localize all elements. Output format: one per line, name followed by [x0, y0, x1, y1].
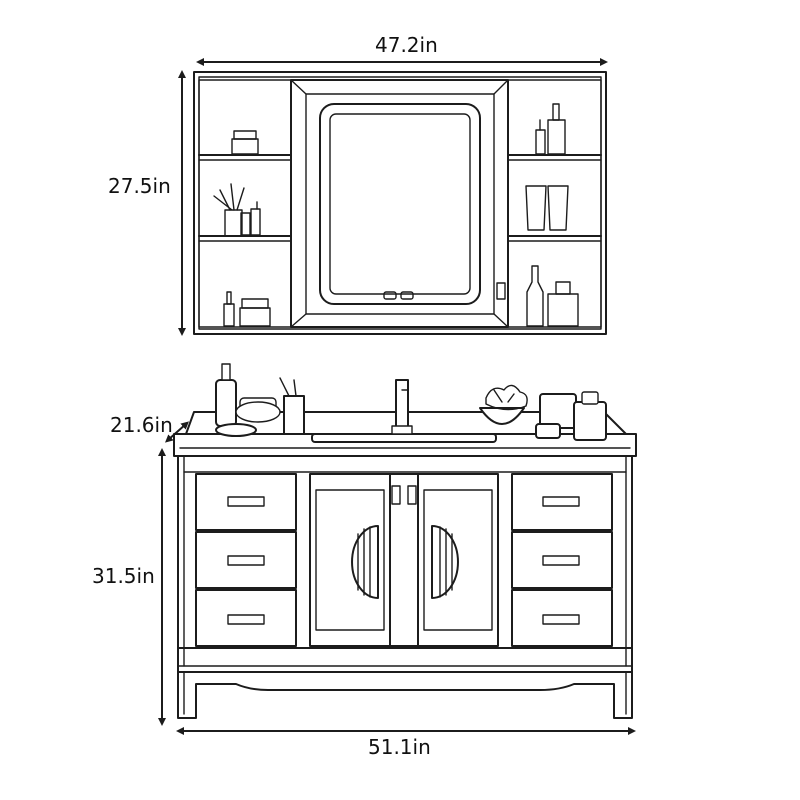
- cream-jar-icon: [239, 298, 271, 327]
- mirror-door: [290, 79, 509, 328]
- soap-dish-icon: [215, 397, 281, 437]
- left-drawers: [195, 473, 297, 647]
- drawer-handle-icon: [542, 496, 580, 507]
- lotion-bottle-icon: [223, 291, 235, 327]
- drawer-handle-icon: [227, 496, 265, 507]
- vanity-width-label: 51.1in: [368, 735, 431, 759]
- left-shelf-bay: [198, 79, 292, 328]
- drawer-handle-icon: [227, 614, 265, 625]
- drawer-handle-icon: [542, 614, 580, 625]
- plant-bowl-icon: [479, 384, 528, 425]
- side-switch-icon: [496, 282, 506, 300]
- dimension-arrows: [158, 58, 636, 735]
- semicircle-panel-left: [351, 525, 379, 599]
- serum-bottles-icon: [535, 103, 566, 155]
- drawer-right-middle: [511, 531, 613, 589]
- cabinet-body: [177, 455, 633, 673]
- tube-products-icon: [525, 185, 569, 231]
- door-handle-icon: [407, 485, 417, 505]
- vanity-depth-label: 21.6in: [110, 413, 173, 437]
- center-doors: [309, 473, 499, 647]
- faucet-icon: [391, 379, 413, 435]
- brush-cup-icon: [213, 183, 245, 237]
- drawer-right-top: [511, 473, 613, 531]
- mirror-button-icon: [383, 291, 397, 300]
- vanity-height-label: 31.5in: [92, 564, 155, 588]
- mirror-glass: [319, 103, 481, 305]
- drawer-handle-icon: [542, 555, 580, 566]
- mirror-height-label: 27.5in: [108, 174, 171, 198]
- mirror-cabinet: [193, 71, 607, 335]
- vanity-cabinet: [173, 363, 637, 719]
- depth-arrow: [165, 421, 189, 443]
- door-handle-icon: [391, 485, 401, 505]
- toothbrush-cup-icon: [279, 377, 305, 435]
- right-shelf-bay: [507, 79, 602, 328]
- vanity-base: [177, 671, 633, 719]
- center-stile: [389, 473, 419, 647]
- perfume-bottles-icon: [526, 265, 579, 327]
- soap-bottle-icon: [215, 363, 237, 427]
- drawer-left-top: [195, 473, 297, 531]
- small-bottles-icon: [240, 201, 261, 236]
- drawer-left-bottom: [195, 589, 297, 647]
- semicircle-panel-right: [431, 525, 459, 599]
- cosmetic-jar-icon: [231, 130, 259, 155]
- drawer-left-middle: [195, 531, 297, 589]
- mirror-width-label: 47.2in: [375, 33, 438, 57]
- mirror-button-icon: [400, 291, 414, 300]
- drawer-handle-icon: [227, 555, 265, 566]
- right-drawers: [511, 473, 613, 647]
- drawer-right-bottom: [511, 589, 613, 647]
- cabinet-outer-frame: [193, 71, 607, 335]
- countertop-front: [173, 433, 637, 457]
- storage-boxes-icon: [535, 391, 607, 441]
